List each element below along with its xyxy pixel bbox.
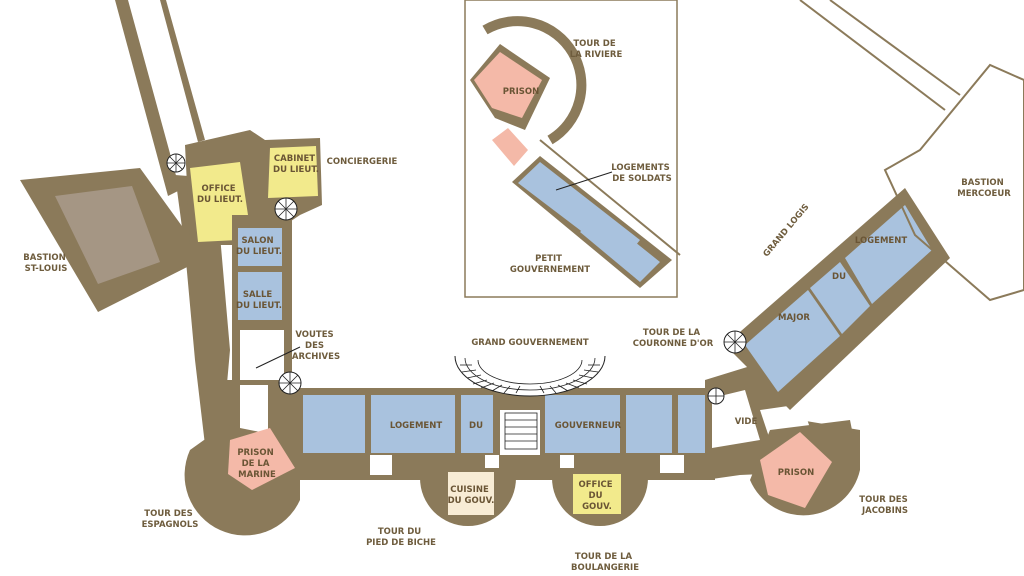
label-voutes-des-archives: VOUTES DES ARCHIVES [292,330,340,362]
label-conciergerie: CONCIERGERIE [327,157,398,167]
spiral-stair-salon [274,197,298,221]
label-grand-gouvernement: GRAND GOUVERNEMENT [471,338,589,348]
logement-right-room [845,205,932,304]
tour-de-la-boulangerie [552,468,648,526]
label-petit-gouvernement: PETIT GOUVERNEMENT [510,254,590,275]
spiral-stair-archives [278,371,302,395]
label-tour-des-espagnols: TOUR DES ESPAGNOLS [142,509,199,530]
grand-staircase-steps [460,364,600,394]
tour-du-pied-de-biche [420,468,516,526]
du-right-room [810,262,870,334]
label-logement-left: LOGEMENT [390,421,443,431]
major-room [745,290,840,392]
logements-de-soldats-room-2 [580,214,660,282]
label-tour-de-la-couronne-dor: TOUR DE LA COURONNE D'OR [633,328,714,349]
label-grand-logis: GRAND LOGIS [761,202,811,259]
label-tour-de-la-riviere: TOUR DE LA RIVIERE [570,39,623,60]
leader-soldats [555,171,613,191]
prison-riviere-room [474,52,542,118]
grand-staircase [454,355,606,450]
west-wing [175,130,322,455]
label-bastion-st-louis: BASTION ST-LOUIS [23,253,68,274]
label-prison-de-la-marine: PRISON DE LA MARINE [237,448,276,480]
label-tour-des-jacobins: TOUR DES JACOBINS [859,495,910,516]
east-wing-grand-logis [725,188,950,410]
prison-de-la-marine-room [228,428,295,490]
bastion-mercoeur [799,0,1024,302]
north-wall-left [115,0,205,196]
label-tour-de-la-boulangerie: TOUR DE LA BOULANGERIE [571,552,639,573]
logement-left-room [303,395,493,453]
label-cabinet-du-lieut: CABINET DU LIEUT. [273,154,319,175]
riviere-corridor-room [492,128,528,166]
label-prison-riviere: PRISON [503,87,539,97]
label-du-center: DU [469,421,483,431]
label-bastion-mercoeur: BASTION MERCOEUR [957,178,1011,199]
label-tour-du-pied-de-biche: TOUR DU PIED DE BICHE [366,527,436,548]
label-logement-right: LOGEMENT [855,236,908,246]
petit-gouvernement-inset [464,0,681,298]
label-salle-du-lieut: SALLE DU LIEUT. [236,290,282,311]
label-cuisine-du-gouv: CUISINE DU GOUV. [448,485,495,506]
salle-du-lieut-room [238,272,282,320]
label-major: MAJOR [778,313,810,323]
leader-archives [255,346,301,369]
label-prison-jacobins: PRISON [778,468,814,478]
bastion-st-louis [20,168,205,312]
label-office-du-lieut: OFFICE DU LIEUT. [197,184,243,205]
spiral-stair-couronne [723,330,747,354]
label-logements-de-soldats: LOGEMENTS DE SOLDATS [611,163,672,184]
cuisine-du-gouv-room [448,472,494,515]
spiral-stair-east-corner [707,387,725,405]
label-office-du-gouv: OFFICE DU GOUV. [578,480,615,512]
prison-jacobins-room [760,432,832,508]
label-vide: VIDE [735,417,758,427]
office-du-gouv-room [573,474,621,514]
spiral-stair-office [166,153,186,173]
tour-des-espagnols [184,425,300,536]
cabinet-du-lieut-room [268,146,318,198]
label-du-right: DU [832,272,846,282]
salon-du-lieut-room [238,228,282,266]
label-salon-du-lieut: SALON DU LIEUT. [236,236,282,257]
tour-des-jacobins [750,420,860,516]
label-gouverneur: GOUVERNEUR [555,421,622,431]
